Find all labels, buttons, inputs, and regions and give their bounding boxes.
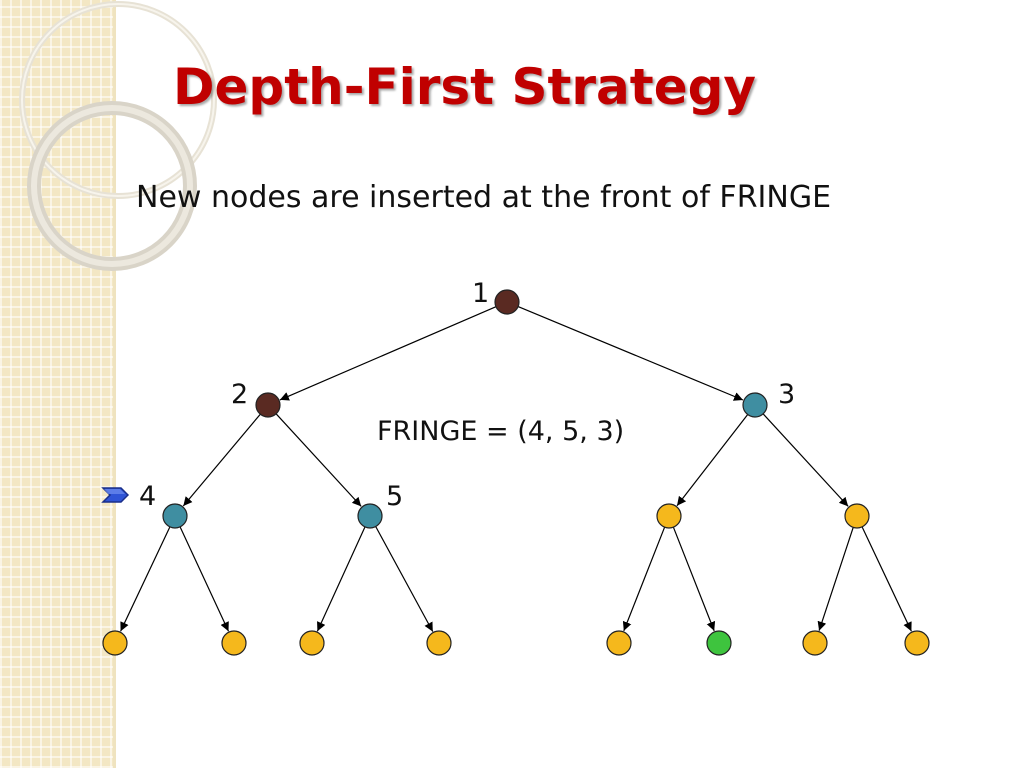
tree-node-l3-unexplored	[299, 630, 325, 656]
decorative-circles	[19, 1, 217, 271]
tree-node-n5-fringe	[357, 503, 383, 529]
tree-edge-n5-l3	[316, 526, 366, 632]
tree-node-l2-unexplored	[221, 630, 247, 656]
sidebar-edge	[113, 0, 116, 768]
tree-edge-n6-l6	[672, 526, 716, 632]
tree-edge-n7-l8	[861, 526, 912, 632]
tree-edge-n4-l2	[179, 526, 230, 632]
tree-node-l8-unexplored	[904, 630, 930, 656]
tree-edge-n6-l5	[622, 526, 666, 632]
tree-edge-n1-n2	[279, 306, 497, 401]
node-label-n2: 2	[231, 379, 248, 410]
tree-node-n2-expanded	[255, 392, 281, 418]
tree-node-l5-unexplored	[606, 630, 632, 656]
chevron-arrow-icon	[101, 487, 130, 503]
tree-node-l7-unexplored	[802, 630, 828, 656]
tree-node-l6-goal	[706, 630, 732, 656]
tree-node-n6-unexplored	[656, 503, 682, 529]
tree-node-n3-fringe	[742, 392, 768, 418]
fringe-label: FRINGE = (4, 5, 3)	[377, 416, 624, 447]
tree-edge-n7-l7	[817, 527, 854, 631]
slide-subtitle: New nodes are inserted at the front of F…	[136, 180, 832, 215]
slide-title: Depth-First Strategy	[173, 58, 756, 116]
tree-edge-n2-n5	[275, 413, 362, 507]
tree-node-n4-fringe	[162, 503, 188, 529]
tree-node-l1-unexplored	[102, 630, 128, 656]
tree-edge-n2-n4	[182, 413, 261, 507]
tree-labels: 1 2 3 4 5	[139, 278, 795, 512]
tree-edge-n1-n3	[517, 306, 744, 401]
tree-node-l4-unexplored	[426, 630, 452, 656]
tree-nodes	[102, 289, 930, 656]
tree-edges	[120, 306, 912, 632]
tree-node-n7-unexplored	[844, 503, 870, 529]
tree-edge-n5-l4	[375, 526, 434, 632]
node-label-n4: 4	[139, 481, 156, 512]
node-label-n3: 3	[778, 379, 795, 410]
node-label-n1: 1	[472, 278, 489, 309]
tree-edge-n4-l1	[120, 526, 171, 632]
tree-edge-n3-n6	[676, 414, 749, 507]
tree-edge-n3-n7	[762, 413, 849, 507]
tree-node-n1-expanded	[494, 289, 520, 315]
node-label-n5: 5	[386, 481, 403, 512]
